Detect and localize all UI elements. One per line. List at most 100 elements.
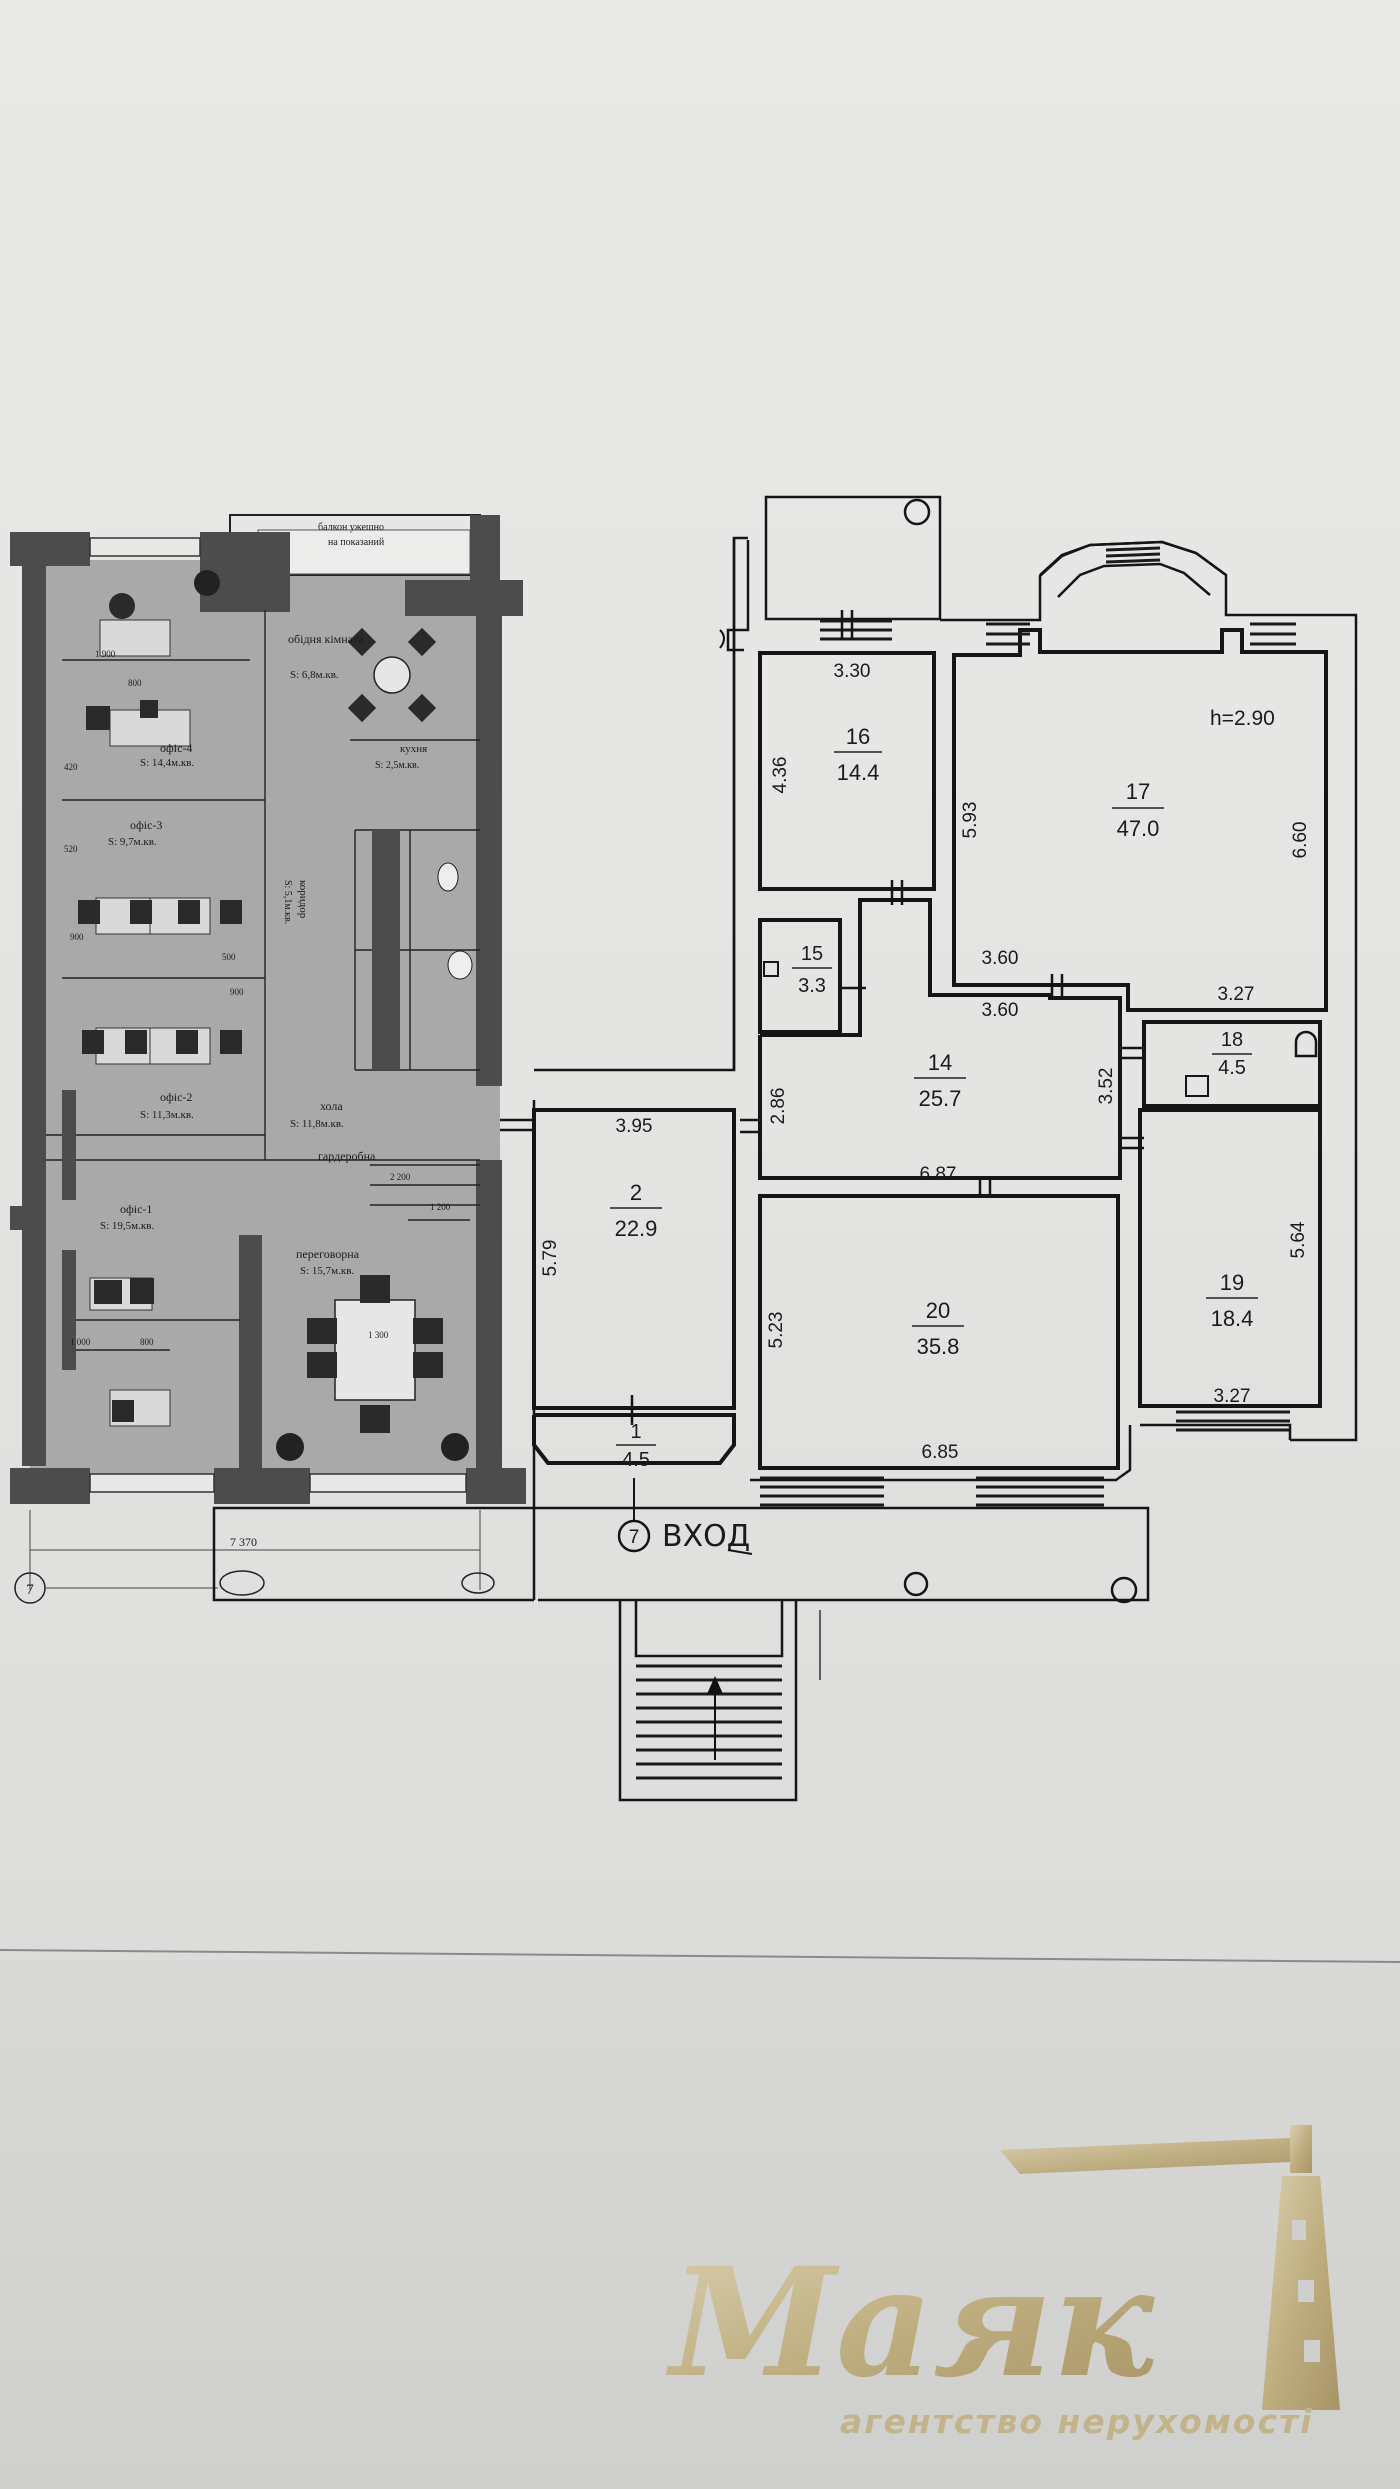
dimension-6-60: 6.60 — [1290, 822, 1311, 859]
room-name-office-4: офіс-4 — [160, 741, 192, 755]
logo-text: Маяк — [665, 2235, 1156, 2411]
room-19-area: 18.4 — [1211, 1306, 1254, 1331]
background-surface — [0, 1960, 1400, 2489]
wall-top-left — [10, 532, 90, 566]
window-top — [89, 537, 201, 557]
dimension-3-27-bottom: 3.27 — [1214, 1386, 1251, 1407]
wall-right-upper — [476, 616, 502, 1086]
room-area-office-3: S: 9,7м.кв. — [108, 836, 157, 848]
stair-arrow-head — [707, 1676, 723, 1694]
stairs-bottom — [760, 1410, 1290, 1507]
room-16-number: 16 — [846, 724, 870, 749]
room-area-office-4: S: 14,4м.кв. — [140, 757, 194, 769]
room-16-area: 14.4 — [837, 760, 880, 785]
wall-interior-left-2 — [62, 1250, 76, 1370]
ceiling-height: h=2.90 — [1210, 707, 1275, 730]
room-1-area: 4.5 — [622, 1449, 650, 1471]
room-area-office-1: S: 19,5м.кв. — [100, 1220, 154, 1232]
wall-interior-left — [62, 1090, 76, 1200]
room-20 — [758, 1194, 1120, 1470]
dimension-6-85: 6.85 — [922, 1442, 959, 1463]
wall-left — [22, 566, 46, 1466]
left-dim: 420 — [64, 762, 78, 772]
outer-wall-link — [534, 536, 748, 1072]
room-top-box — [764, 495, 942, 621]
room-14 — [758, 898, 1122, 1180]
bay-window-glazing — [1105, 546, 1161, 564]
room-name-dining: обідня кімната — [288, 632, 364, 646]
window-bottom-left — [89, 1473, 215, 1493]
entrance-marker — [617, 1519, 651, 1553]
room-2-area: 22.9 — [615, 1216, 658, 1241]
outer-wall — [750, 1425, 1132, 1482]
room-17-number: 17 — [1126, 779, 1150, 804]
room-20-area: 35.8 — [917, 1334, 960, 1359]
dimension-5-79: 5.79 — [540, 1240, 561, 1277]
left-dim: 900 — [230, 987, 244, 997]
left-dim: 1 000 — [70, 1337, 91, 1347]
left-dim: 900 — [70, 932, 84, 942]
dimension-3-95: 3.95 — [616, 1116, 653, 1137]
room-1-number: 1 — [630, 1421, 641, 1443]
wall-bath — [372, 830, 400, 1070]
agency-tagline: агентство нерухомості — [840, 2402, 1314, 2441]
room-area-dining: S: 6,8м.кв. — [290, 669, 339, 681]
wall-interior-vertical — [240, 1235, 262, 1468]
wall-bottom-left — [10, 1468, 90, 1504]
wall-bottom-mid — [214, 1468, 310, 1504]
bay-window-inner — [1057, 562, 1211, 598]
balcony-note-line1: балкон ужешно — [318, 522, 384, 533]
room-20-number: 20 — [926, 1298, 950, 1323]
wall-right-lower — [476, 1160, 502, 1490]
left-column-mark — [461, 1572, 495, 1594]
room-name-office-1: офіс-1 — [120, 1202, 152, 1216]
balcony-note-line2: на показаний — [328, 537, 385, 548]
room-name-office-3: офіс-3 — [130, 818, 162, 832]
wall-break — [719, 629, 725, 649]
room-18-number: 18 — [1221, 1029, 1243, 1051]
sink-15 — [763, 961, 779, 977]
room-14-area: 25.7 — [919, 1086, 962, 1111]
room-18-area: 4.5 — [1218, 1057, 1246, 1079]
dimension-3-60: 3.60 — [982, 1000, 1019, 1021]
room-area-meeting: S: 15,7м.кв. — [300, 1265, 354, 1277]
axis-bubble-label: 7 — [26, 1582, 34, 1598]
entrance-label: ВХОД — [662, 1519, 750, 1554]
dimension-5-23: 5.23 — [766, 1312, 787, 1349]
column-mark — [1110, 1576, 1138, 1604]
stairs-top — [820, 619, 1296, 646]
room-area-kitchen: S: 2,5м.кв. — [375, 760, 419, 771]
left-dim: 800 — [128, 678, 142, 688]
dimension-3-60-top: 3.60 — [982, 948, 1019, 969]
dimension-4-36: 4.36 — [770, 757, 791, 794]
room-14-number: 14 — [928, 1050, 952, 1075]
left-bottom-dimension: 7 370 — [230, 1535, 257, 1549]
room-2 — [532, 1108, 736, 1410]
room-15 — [758, 918, 842, 1034]
room-name-meeting: переговорна — [296, 1247, 360, 1261]
room-name-hall: хола — [320, 1099, 343, 1113]
room-name-corridor: коридор — [297, 880, 309, 919]
left-dim: 1 300 — [368, 1330, 389, 1340]
room-15-area: 3.3 — [798, 975, 826, 997]
room-area-office-2: S: 11,3м.кв. — [140, 1109, 194, 1121]
left-plan: офіс-4 S: 14,4м.кв. офіс-3 S: 9,7м.кв. о… — [10, 514, 526, 1604]
room-name-office-2: офіс-2 — [160, 1090, 192, 1104]
dimension-6-87: 6.87 — [920, 1164, 957, 1185]
room-name-wardrobe: гардеробна — [318, 1149, 376, 1163]
dimension-2-86: 2.86 — [768, 1088, 789, 1125]
sink-18 — [1185, 1075, 1209, 1097]
wall-left-notch — [10, 1206, 30, 1230]
window-bottom-right — [309, 1473, 467, 1493]
room-area-hall: S: 11,8м.кв. — [290, 1118, 344, 1130]
left-dim: 800 — [140, 1337, 154, 1347]
left-column-mark — [219, 1570, 265, 1596]
room-1 — [532, 1413, 736, 1465]
outer-wall — [1140, 1423, 1292, 1440]
dimension-5-93: 5.93 — [960, 802, 981, 839]
column-mark — [903, 498, 931, 526]
wall-top-right — [405, 580, 523, 616]
entrance-label-tail — [727, 1549, 753, 1555]
left-partitions — [46, 610, 480, 1468]
